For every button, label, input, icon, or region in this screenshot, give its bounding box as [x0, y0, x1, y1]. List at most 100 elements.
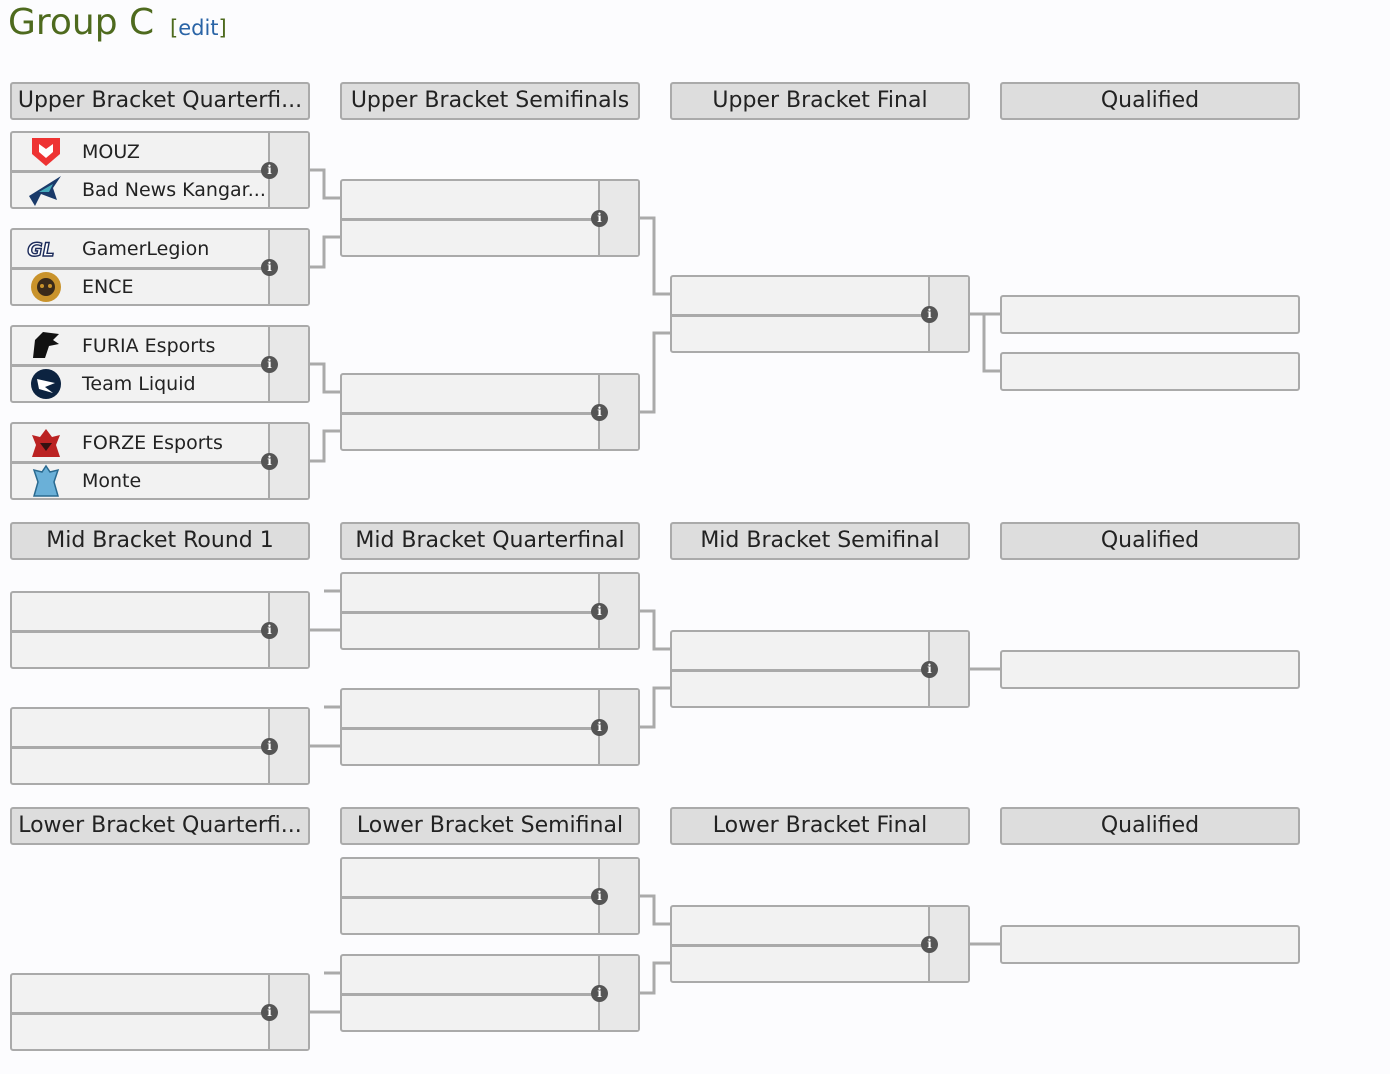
team-slot[interactable] [672, 314, 930, 351]
team-slot[interactable] [342, 690, 600, 727]
match[interactable]: i [670, 275, 970, 353]
team-slot[interactable]: MOUZ [12, 133, 270, 170]
team-slot[interactable] [12, 975, 270, 1012]
qualified-slot [1000, 650, 1300, 689]
info-icon[interactable]: i [921, 306, 938, 323]
edit-link[interactable]: edit [178, 16, 219, 40]
team-name: Monte [82, 470, 142, 492]
info-icon[interactable]: i [591, 210, 608, 227]
team-slot[interactable]: Bad News Kangar... [12, 170, 270, 207]
info-icon[interactable]: i [591, 888, 608, 905]
team-slot[interactable] [342, 727, 600, 764]
svg-text:GL: GL [27, 240, 54, 261]
team-slot[interactable] [342, 412, 600, 449]
qualified-slot [1000, 352, 1300, 391]
team-slot[interactable]: FORZE Esports [12, 424, 270, 461]
team-slot[interactable] [342, 574, 600, 611]
round-header: Qualified [1000, 522, 1300, 560]
info-icon[interactable]: i [261, 738, 278, 755]
team-slot[interactable] [12, 746, 270, 783]
match[interactable]: i [340, 688, 640, 766]
round-header: Lower Bracket Quarterfi... [10, 807, 310, 845]
round-header: Qualified [1000, 807, 1300, 845]
info-icon[interactable]: i [591, 603, 608, 620]
team-name: Bad News Kangar... [82, 179, 266, 201]
team-name: GamerLegion [82, 237, 210, 260]
qualified-slot [1000, 295, 1300, 334]
info-icon[interactable]: i [261, 1004, 278, 1021]
round-header: Lower Bracket Final [670, 807, 970, 845]
info-icon[interactable]: i [591, 985, 608, 1002]
team-slot[interactable]: ENCE [12, 267, 270, 304]
round-header: Upper Bracket Semifinals [340, 82, 640, 120]
team-slot[interactable] [672, 632, 930, 669]
match[interactable]: i [340, 179, 640, 257]
match[interactable]: i [670, 630, 970, 708]
team-slot[interactable] [672, 944, 930, 981]
match[interactable]: i [10, 591, 310, 669]
team-slot[interactable] [342, 611, 600, 648]
round-header: Upper Bracket Quarterfi... [10, 82, 310, 120]
team-slot[interactable]: Team Liquid [12, 364, 270, 401]
furia-logo-icon [26, 330, 66, 362]
team-name: ENCE [82, 276, 134, 298]
team-name: FORZE Esports [82, 431, 223, 454]
info-icon[interactable]: i [921, 661, 938, 678]
liquid-logo-icon [26, 367, 66, 401]
info-icon[interactable]: i [921, 936, 938, 953]
team-slot[interactable] [672, 907, 930, 944]
info-icon[interactable]: i [591, 719, 608, 736]
info-icon[interactable]: i [261, 356, 278, 373]
team-slot[interactable] [12, 593, 270, 630]
info-icon[interactable]: i [261, 453, 278, 470]
team-slot[interactable]: Monte [12, 461, 270, 498]
monte-logo-icon [26, 464, 66, 498]
match[interactable]: i [340, 954, 640, 1032]
round-header: Mid Bracket Quarterfinal [340, 522, 640, 560]
team-slot[interactable] [342, 218, 600, 255]
match[interactable]: i [10, 973, 310, 1051]
team-slot[interactable] [12, 630, 270, 667]
forze-logo-icon [26, 427, 66, 459]
team-slot[interactable]: GL GamerLegion [12, 230, 270, 267]
round-header: Mid Bracket Semifinal [670, 522, 970, 560]
bnk-logo-icon [26, 174, 66, 206]
match[interactable]: i [340, 373, 640, 451]
team-name: FURIA Esports [82, 334, 216, 357]
team-slot[interactable] [12, 709, 270, 746]
gamerlegion-logo-icon: GL [26, 233, 66, 265]
edit-section: [edit] [170, 16, 227, 40]
match[interactable]: i [340, 572, 640, 650]
team-slot[interactable] [12, 1012, 270, 1049]
match[interactable]: i [340, 857, 640, 935]
info-icon[interactable]: i [261, 162, 278, 179]
team-slot[interactable]: FURIA Esports [12, 327, 270, 364]
page-title: Group C [8, 2, 155, 43]
team-slot[interactable] [672, 669, 930, 706]
team-slot[interactable] [342, 375, 600, 412]
match[interactable]: i [10, 707, 310, 785]
info-icon[interactable]: i [591, 404, 608, 421]
match[interactable]: MOUZ Bad News Kangar...i [10, 131, 310, 209]
team-slot[interactable] [672, 277, 930, 314]
info-icon[interactable]: i [261, 259, 278, 276]
team-name: MOUZ [82, 140, 140, 163]
team-slot[interactable] [342, 859, 600, 896]
match[interactable]: i [670, 905, 970, 983]
round-header: Lower Bracket Semifinal [340, 807, 640, 845]
team-slot[interactable] [342, 956, 600, 993]
qualified-slot [1000, 925, 1300, 964]
team-slot[interactable] [342, 993, 600, 1030]
round-header: Upper Bracket Final [670, 82, 970, 120]
team-name: Team Liquid [82, 373, 196, 395]
team-slot[interactable] [342, 181, 600, 218]
round-header: Qualified [1000, 82, 1300, 120]
ence-logo-icon [26, 270, 66, 304]
team-slot[interactable] [342, 896, 600, 933]
mouz-logo-icon [26, 136, 66, 168]
info-icon[interactable]: i [261, 622, 278, 639]
